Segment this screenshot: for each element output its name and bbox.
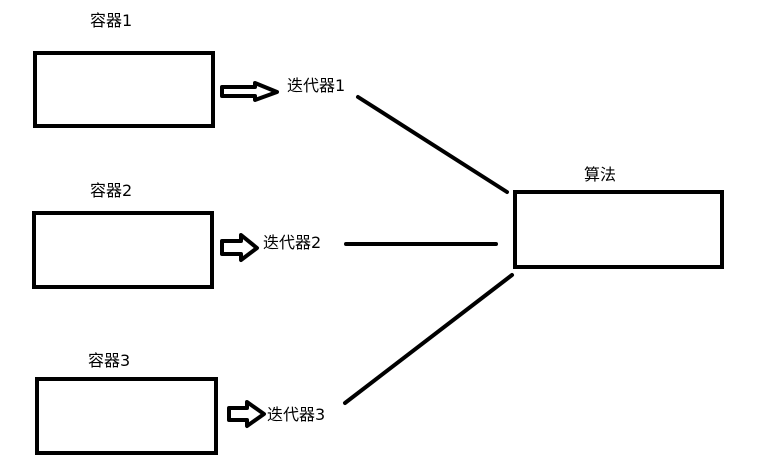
container-3-label: 容器3	[88, 351, 131, 370]
iterator-2-label: 迭代器2	[263, 233, 322, 252]
arrow-2-icon	[220, 233, 259, 262]
arrow-1-icon	[220, 81, 279, 102]
container-3-box	[35, 377, 218, 455]
iterator-3-label: 迭代器3	[267, 405, 326, 424]
container-2-box	[32, 211, 214, 289]
container-1-label: 容器1	[90, 11, 133, 30]
arrow-3-icon	[227, 400, 266, 428]
container-2-label: 容器2	[90, 181, 133, 200]
container-1-box	[33, 51, 215, 128]
connector-line-1	[356, 95, 509, 194]
algorithm-label: 算法	[584, 165, 617, 184]
connector-line-3	[343, 273, 514, 405]
algorithm-box	[513, 190, 724, 269]
iterator-1-label: 迭代器1	[287, 76, 346, 95]
